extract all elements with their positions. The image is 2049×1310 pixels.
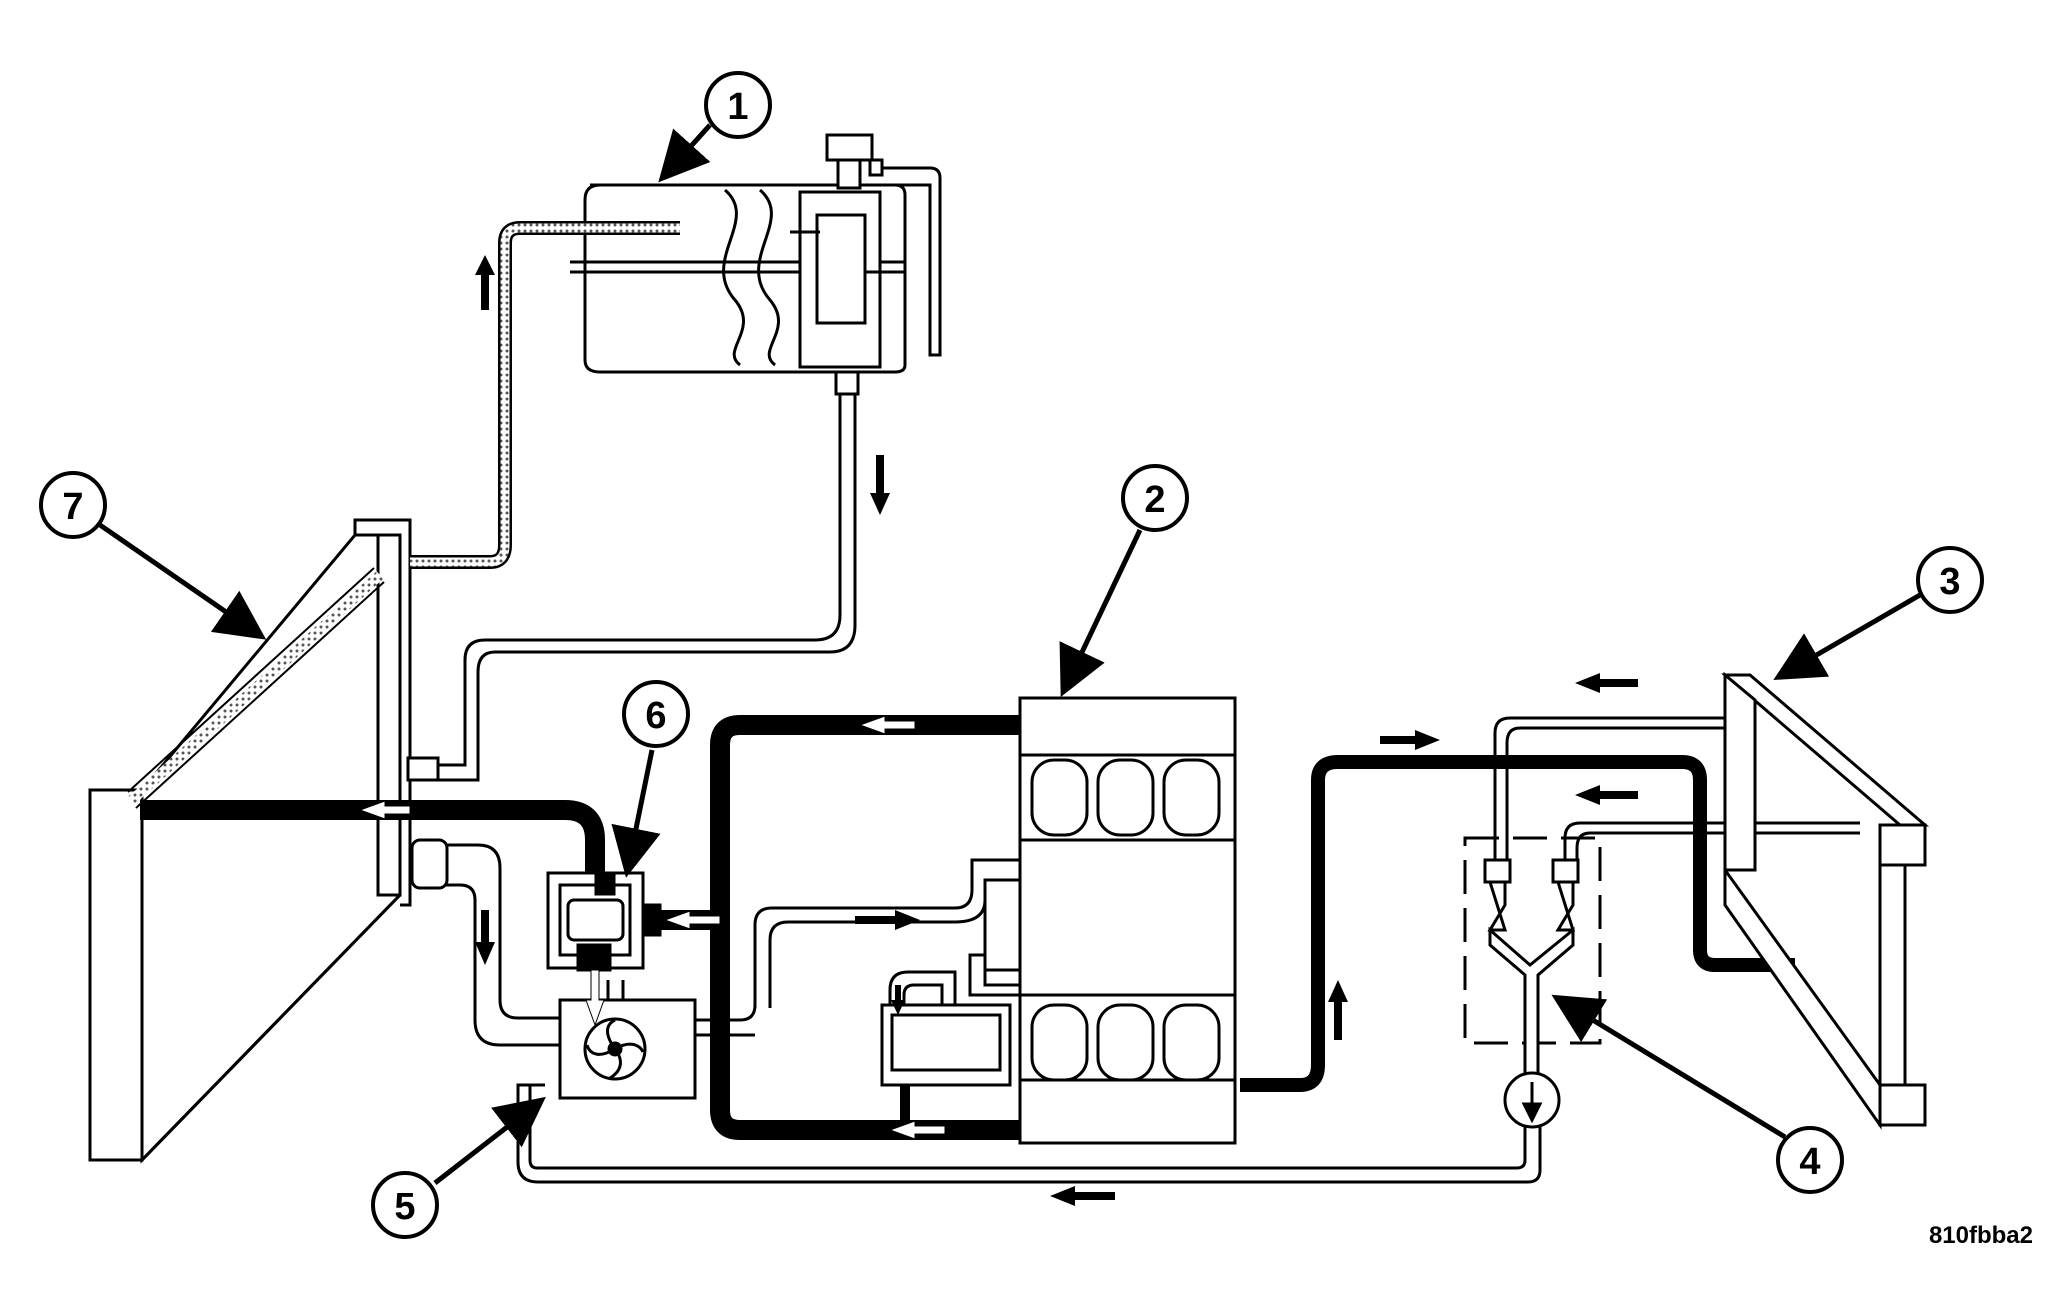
cylinders-bottom: [1030, 1003, 1221, 1082]
flow-arrow-down: [585, 969, 605, 1027]
auxiliary-pump: [1503, 1071, 1561, 1129]
flow-arrows-in-hose: [358, 715, 946, 1140]
callout-7: 7: [39, 471, 267, 640]
heater-core: [1720, 671, 1930, 1130]
callout-3: 3: [1773, 546, 1984, 681]
figure-code: 810fbba2: [1928, 1222, 2033, 1249]
upper-radiator-hose: [140, 800, 605, 885]
svg-text:1: 1: [727, 86, 748, 128]
flow-arrow-left: [888, 1120, 946, 1140]
water-pump: [558, 980, 697, 1100]
flow-arrow-right: [855, 910, 920, 930]
flow-arrow-left: [663, 910, 721, 930]
heater-supply-hose: [1240, 755, 1795, 1092]
flow-arrow-down: [475, 910, 495, 965]
heater-water-valve: [1463, 836, 1602, 1077]
svg-text:5: 5: [394, 1186, 415, 1228]
engine-block: [983, 696, 1237, 1145]
flow-arrow-up: [475, 255, 495, 310]
flow-arrow-left: [858, 715, 916, 735]
flow-arrow-down: [870, 455, 890, 515]
svg-text:6: 6: [645, 695, 666, 737]
flow-arrow-down: [891, 985, 905, 1015]
bypass-valve-unit: [880, 970, 1012, 1120]
lower-radiator-hose: [410, 838, 560, 1047]
flow-arrow-up: [1328, 980, 1348, 1040]
svg-text:4: 4: [1799, 1141, 1820, 1183]
flow-arrow-left: [1575, 673, 1638, 693]
flow-arrow-left: [358, 800, 411, 820]
svg-text:2: 2: [1144, 479, 1165, 521]
callout-5: 5: [371, 1096, 546, 1239]
heater-return-line: [516, 1083, 1542, 1184]
flow-arrows: [475, 255, 1638, 1206]
coolant-reservoir: [570, 133, 942, 396]
callout-6: 6: [611, 680, 690, 878]
cylinders-top: [1030, 758, 1221, 837]
svg-text:3: 3: [1939, 561, 1960, 603]
flow-arrow-right: [1380, 730, 1440, 750]
flow-arrow-left: [1050, 1186, 1115, 1206]
callout-2: 2: [1059, 464, 1189, 698]
callout-1: 1: [658, 71, 772, 183]
overflow-hose: [410, 221, 680, 569]
radiator: [88, 518, 412, 1164]
callout-4: 4: [1551, 994, 1844, 1194]
svg-text:7: 7: [62, 486, 83, 528]
reservoir-return-hose: [406, 394, 857, 782]
thermostat-housing: [546, 871, 662, 972]
flow-arrow-left: [1575, 785, 1638, 805]
